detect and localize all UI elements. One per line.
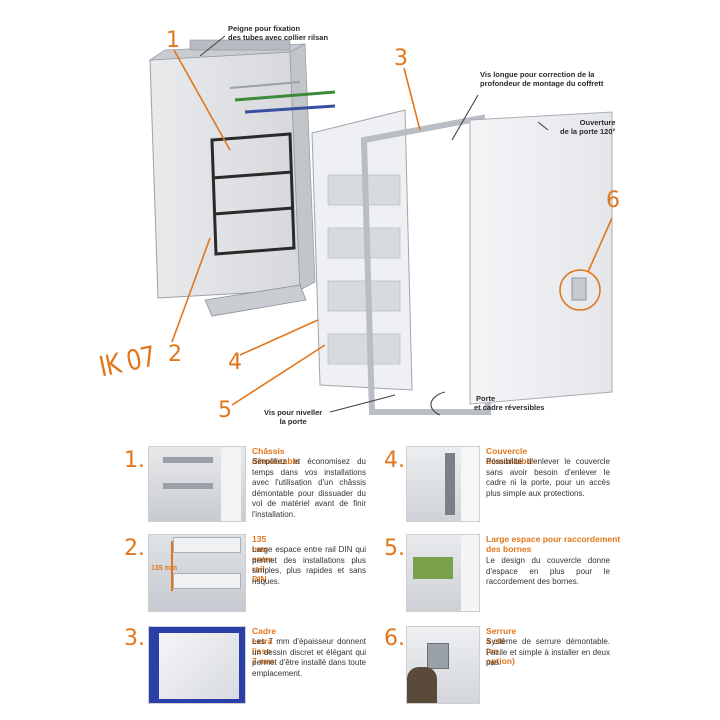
feature-number: 6.	[384, 626, 405, 651]
feature-title: Châssis démontable	[252, 446, 300, 466]
feature-number: 4.	[384, 448, 405, 473]
callout-line: Ouverture	[579, 118, 616, 127]
feature-photo	[406, 626, 480, 704]
exploded-diagram	[148, 35, 613, 416]
callout-peigne: Peigne pour fixation des tubes avec coll…	[228, 24, 328, 42]
door-frame	[360, 114, 492, 415]
feature-photo	[148, 446, 246, 522]
callout-line: Vis longue pour correction de la	[480, 70, 595, 79]
callout-line: profondeur de montage du coffrett	[480, 79, 604, 88]
callout-line: et cadre réversibles	[474, 403, 545, 412]
feature-title: Large espace pour raccordement des borne…	[486, 534, 621, 554]
feature-number: 3.	[124, 626, 145, 651]
diagram-number-6: 6	[606, 188, 620, 213]
feature-photo	[406, 534, 480, 612]
callout-line: de la porte 120°	[560, 127, 616, 136]
back-box	[148, 39, 336, 317]
callout-line: Porte	[476, 394, 496, 403]
feature-text: Simplifiez et économisez du temps dans v…	[252, 457, 366, 519]
diagram-number-4: 4	[228, 350, 242, 375]
feature-title: Cadre extra lisse 7 mm	[252, 626, 277, 666]
feature-text: Système de serrure démontable. Facile et…	[486, 637, 610, 667]
lock-highlight-circle	[559, 269, 601, 311]
callout-ouverture: Ouverture de la porte 120°	[560, 118, 616, 136]
callout-line: Vis pour niveller	[264, 408, 323, 417]
callout-vis-niveller: Vis pour niveller la porte	[264, 408, 322, 426]
feature-text: Large espace entre rail DIN qui permet d…	[252, 545, 366, 586]
callout-line: Peigne pour fixation	[228, 24, 301, 33]
feature-number: 1.	[124, 448, 145, 473]
callout-line: la porte	[279, 417, 307, 426]
callout-line: des tubes avec collier rilsan	[228, 33, 329, 42]
feature-number: 5.	[384, 536, 405, 561]
feature-photo	[406, 446, 480, 522]
callout-vis-longue: Vis longue pour correction de la profond…	[480, 70, 603, 88]
leader-lines	[171, 49, 613, 406]
feature-photo: 135 mm	[148, 534, 246, 612]
feature-title: Serrure à clé (en option)	[486, 626, 517, 666]
feature-text: Possibilité d'enlever le couvercle sans …	[486, 457, 610, 498]
feature-title: 135 mm entre rail DIN	[252, 534, 273, 584]
photo-dimension-label: 135 mm	[151, 565, 178, 572]
diagram-number-3: 3	[394, 46, 408, 71]
callout-arrows	[199, 35, 549, 416]
diagram-number-5: 5	[218, 398, 232, 423]
door	[469, 111, 613, 405]
diagram-number-2: 2	[168, 342, 182, 367]
diagram-number-1: 1	[166, 28, 180, 53]
feature-text: Les 7 mm d'épaisseur donnent un dessin d…	[252, 637, 366, 678]
feature-photo	[148, 626, 246, 704]
callout-porte-cadre: Porte et cadre réversibles	[474, 394, 544, 412]
feature-title: Couvercle démontable	[486, 446, 534, 466]
feature-text: Le design du couvercle donne d'espace en…	[486, 556, 610, 586]
din-chassis	[210, 132, 296, 256]
feature-number: 2.	[124, 536, 145, 561]
